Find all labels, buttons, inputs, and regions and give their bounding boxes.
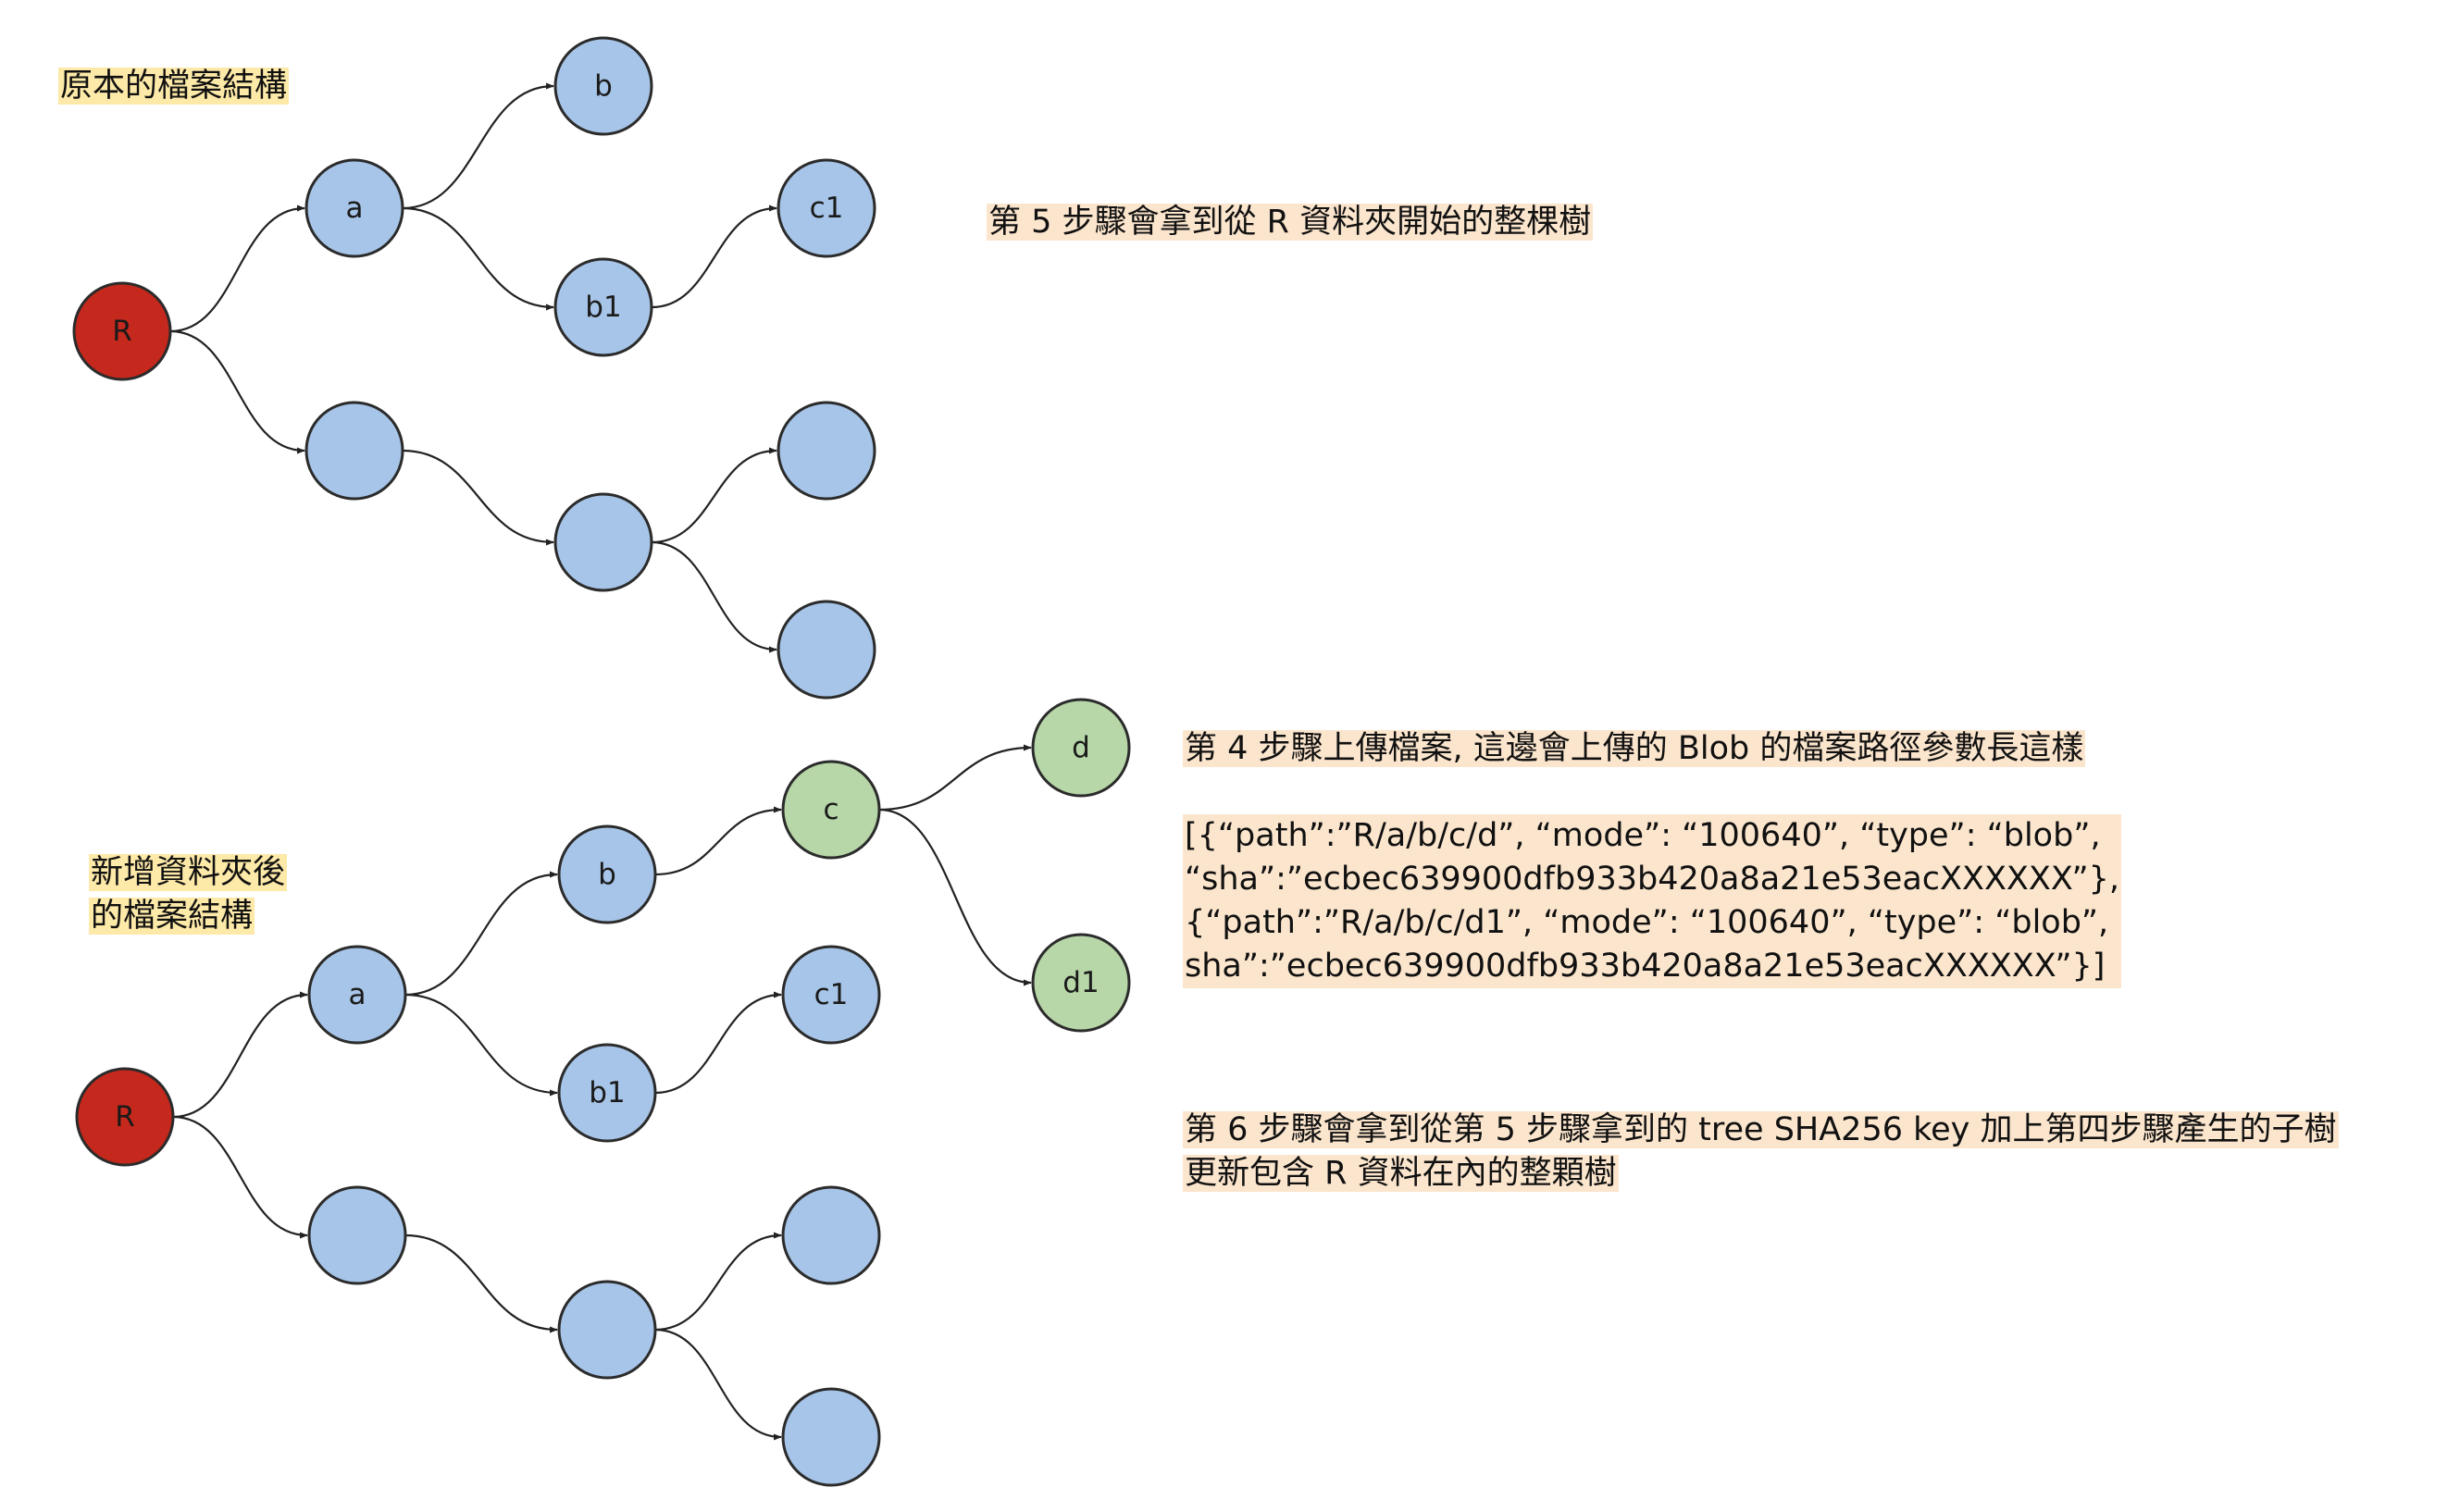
node-original-R: R [72, 281, 172, 381]
edge-after_add-b-to-c [654, 806, 782, 876]
node-circle-n1 [307, 1185, 407, 1285]
node-circle-n4 [781, 1387, 881, 1487]
step5-note: 第 5 步驟會拿到從 R 資料夾開始的整棵樹 [987, 204, 1594, 241]
edge-after_add-n1-to-n2 [404, 1233, 558, 1333]
edge-after_add-a-to-b1 [404, 993, 558, 1097]
node-original-n4 [777, 600, 876, 700]
node-after_add-c1: c1 [781, 945, 881, 1045]
node-label-R: R [115, 1100, 135, 1134]
node-after_add-a: a [307, 945, 407, 1045]
edges-layer [169, 82, 1032, 1441]
node-original-n2 [553, 492, 653, 592]
node-original-a: a [304, 158, 404, 258]
node-circle-b [553, 36, 653, 136]
node-label-a: a [346, 192, 364, 225]
edge-after_add-b1-to-c1 [654, 991, 782, 1095]
edge-after_add-n2-to-n3 [654, 1232, 782, 1332]
edge-after_add-c-to-d [878, 744, 1032, 812]
node-circle-R [72, 281, 172, 381]
new-structure-label: 新增資料夾後 的檔案結構 [89, 851, 288, 938]
edge-after_add-a-to-b [404, 871, 558, 997]
step6-line2: 更新包含 R 資料在內的整顆樹 [1183, 1155, 1619, 1192]
node-original-n3 [777, 401, 876, 501]
edge-after_add-R-to-n1 [172, 1115, 308, 1239]
node-after_add-R: R [75, 1067, 175, 1167]
edge-after_add-n2-to-n4 [654, 1328, 782, 1441]
node-original-b1: b1 [553, 257, 653, 357]
node-after_add-n2 [557, 1280, 657, 1380]
node-circle-R [75, 1067, 175, 1167]
original-structure-label: 原本的檔案結構 [58, 68, 290, 105]
payload-line3: {“path”:”R/a/b/c/d1”, “mode”: “100640”, … [1185, 904, 2109, 941]
payload-line4: sha”:”ecbec639900dfb933b420a8a21e53eacXX… [1185, 948, 2106, 985]
new-structure-label-line2: 的檔案結構 [89, 898, 255, 935]
step6-note: 第 6 步驟會拿到從第 5 步驟拿到的 tree SHA256 key 加上第四… [1183, 1109, 2339, 1196]
edge-original-a-to-b [402, 82, 554, 210]
node-circle-n3 [781, 1185, 881, 1285]
node-label-R: R [112, 315, 132, 348]
node-label-b1: b1 [589, 1076, 625, 1109]
node-circle-n2 [553, 492, 653, 592]
node-label-b1: b1 [585, 291, 621, 324]
node-circle-b1 [557, 1043, 657, 1143]
node-circle-a [307, 945, 407, 1045]
node-after_add-n3 [781, 1185, 881, 1285]
node-after_add-d: d [1031, 698, 1131, 798]
edge-original-R-to-n1 [169, 329, 305, 454]
node-label-d1: d1 [1062, 966, 1099, 999]
edge-after_add-c-to-d1 [878, 808, 1032, 986]
node-after_add-n1 [307, 1185, 407, 1285]
node-label-c1: c1 [810, 192, 844, 225]
node-label-b: b [594, 69, 613, 103]
edge-original-n1-to-n2 [402, 449, 554, 546]
new-structure-label-line1: 新增資料夾後 [89, 854, 288, 891]
payload-line1: [{“path”:”R/a/b/c/d”, “mode”: “100640”, … [1185, 817, 2101, 854]
node-label-b: b [598, 858, 616, 891]
payload-line2: “sha”:”ecbec639900dfb933b420a8a21e53eacX… [1185, 861, 2119, 898]
edge-original-n2-to-n4 [651, 540, 777, 653]
node-circle-b1 [553, 257, 653, 357]
node-after_add-d1: d1 [1031, 933, 1131, 1033]
node-label-a: a [349, 978, 367, 1011]
node-circle-c1 [781, 945, 881, 1045]
node-circle-n1 [304, 401, 404, 501]
node-after_add-c: c [781, 760, 881, 860]
node-label-c1: c1 [814, 978, 849, 1011]
node-label-c: c [823, 793, 839, 826]
node-circle-n4 [777, 600, 876, 700]
payload-block: [{“path”:”R/a/b/c/d”, “mode”: “100640”, … [1183, 814, 2121, 988]
edge-original-R-to-a [169, 204, 305, 333]
edge-after_add-R-to-a [172, 991, 308, 1119]
node-circle-c [781, 760, 881, 860]
edge-original-a-to-b1 [402, 206, 554, 311]
node-original-n1 [304, 401, 404, 501]
node-after_add-b: b [557, 824, 657, 924]
node-after_add-b1: b1 [557, 1043, 657, 1143]
node-circle-n2 [557, 1280, 657, 1380]
step6-line1: 第 6 步驟會拿到從第 5 步驟拿到的 tree SHA256 key 加上第四… [1183, 1111, 2339, 1148]
edge-original-n2-to-n3 [651, 447, 777, 544]
node-circle-n3 [777, 401, 876, 501]
node-original-b: b [553, 36, 653, 136]
node-original-c1: c1 [777, 158, 876, 258]
edge-original-b1-to-c1 [651, 204, 777, 309]
step4-note: 第 4 步驟上傳檔案, 這邊會上傳的 Blob 的檔案路徑參數長這樣 [1183, 730, 2086, 767]
node-circle-a [304, 158, 404, 258]
node-circle-d [1031, 698, 1131, 798]
node-circle-b [557, 824, 657, 924]
node-label-d: d [1072, 731, 1090, 764]
node-circle-d1 [1031, 933, 1131, 1033]
node-after_add-n4 [781, 1387, 881, 1487]
node-circle-c1 [777, 158, 876, 258]
